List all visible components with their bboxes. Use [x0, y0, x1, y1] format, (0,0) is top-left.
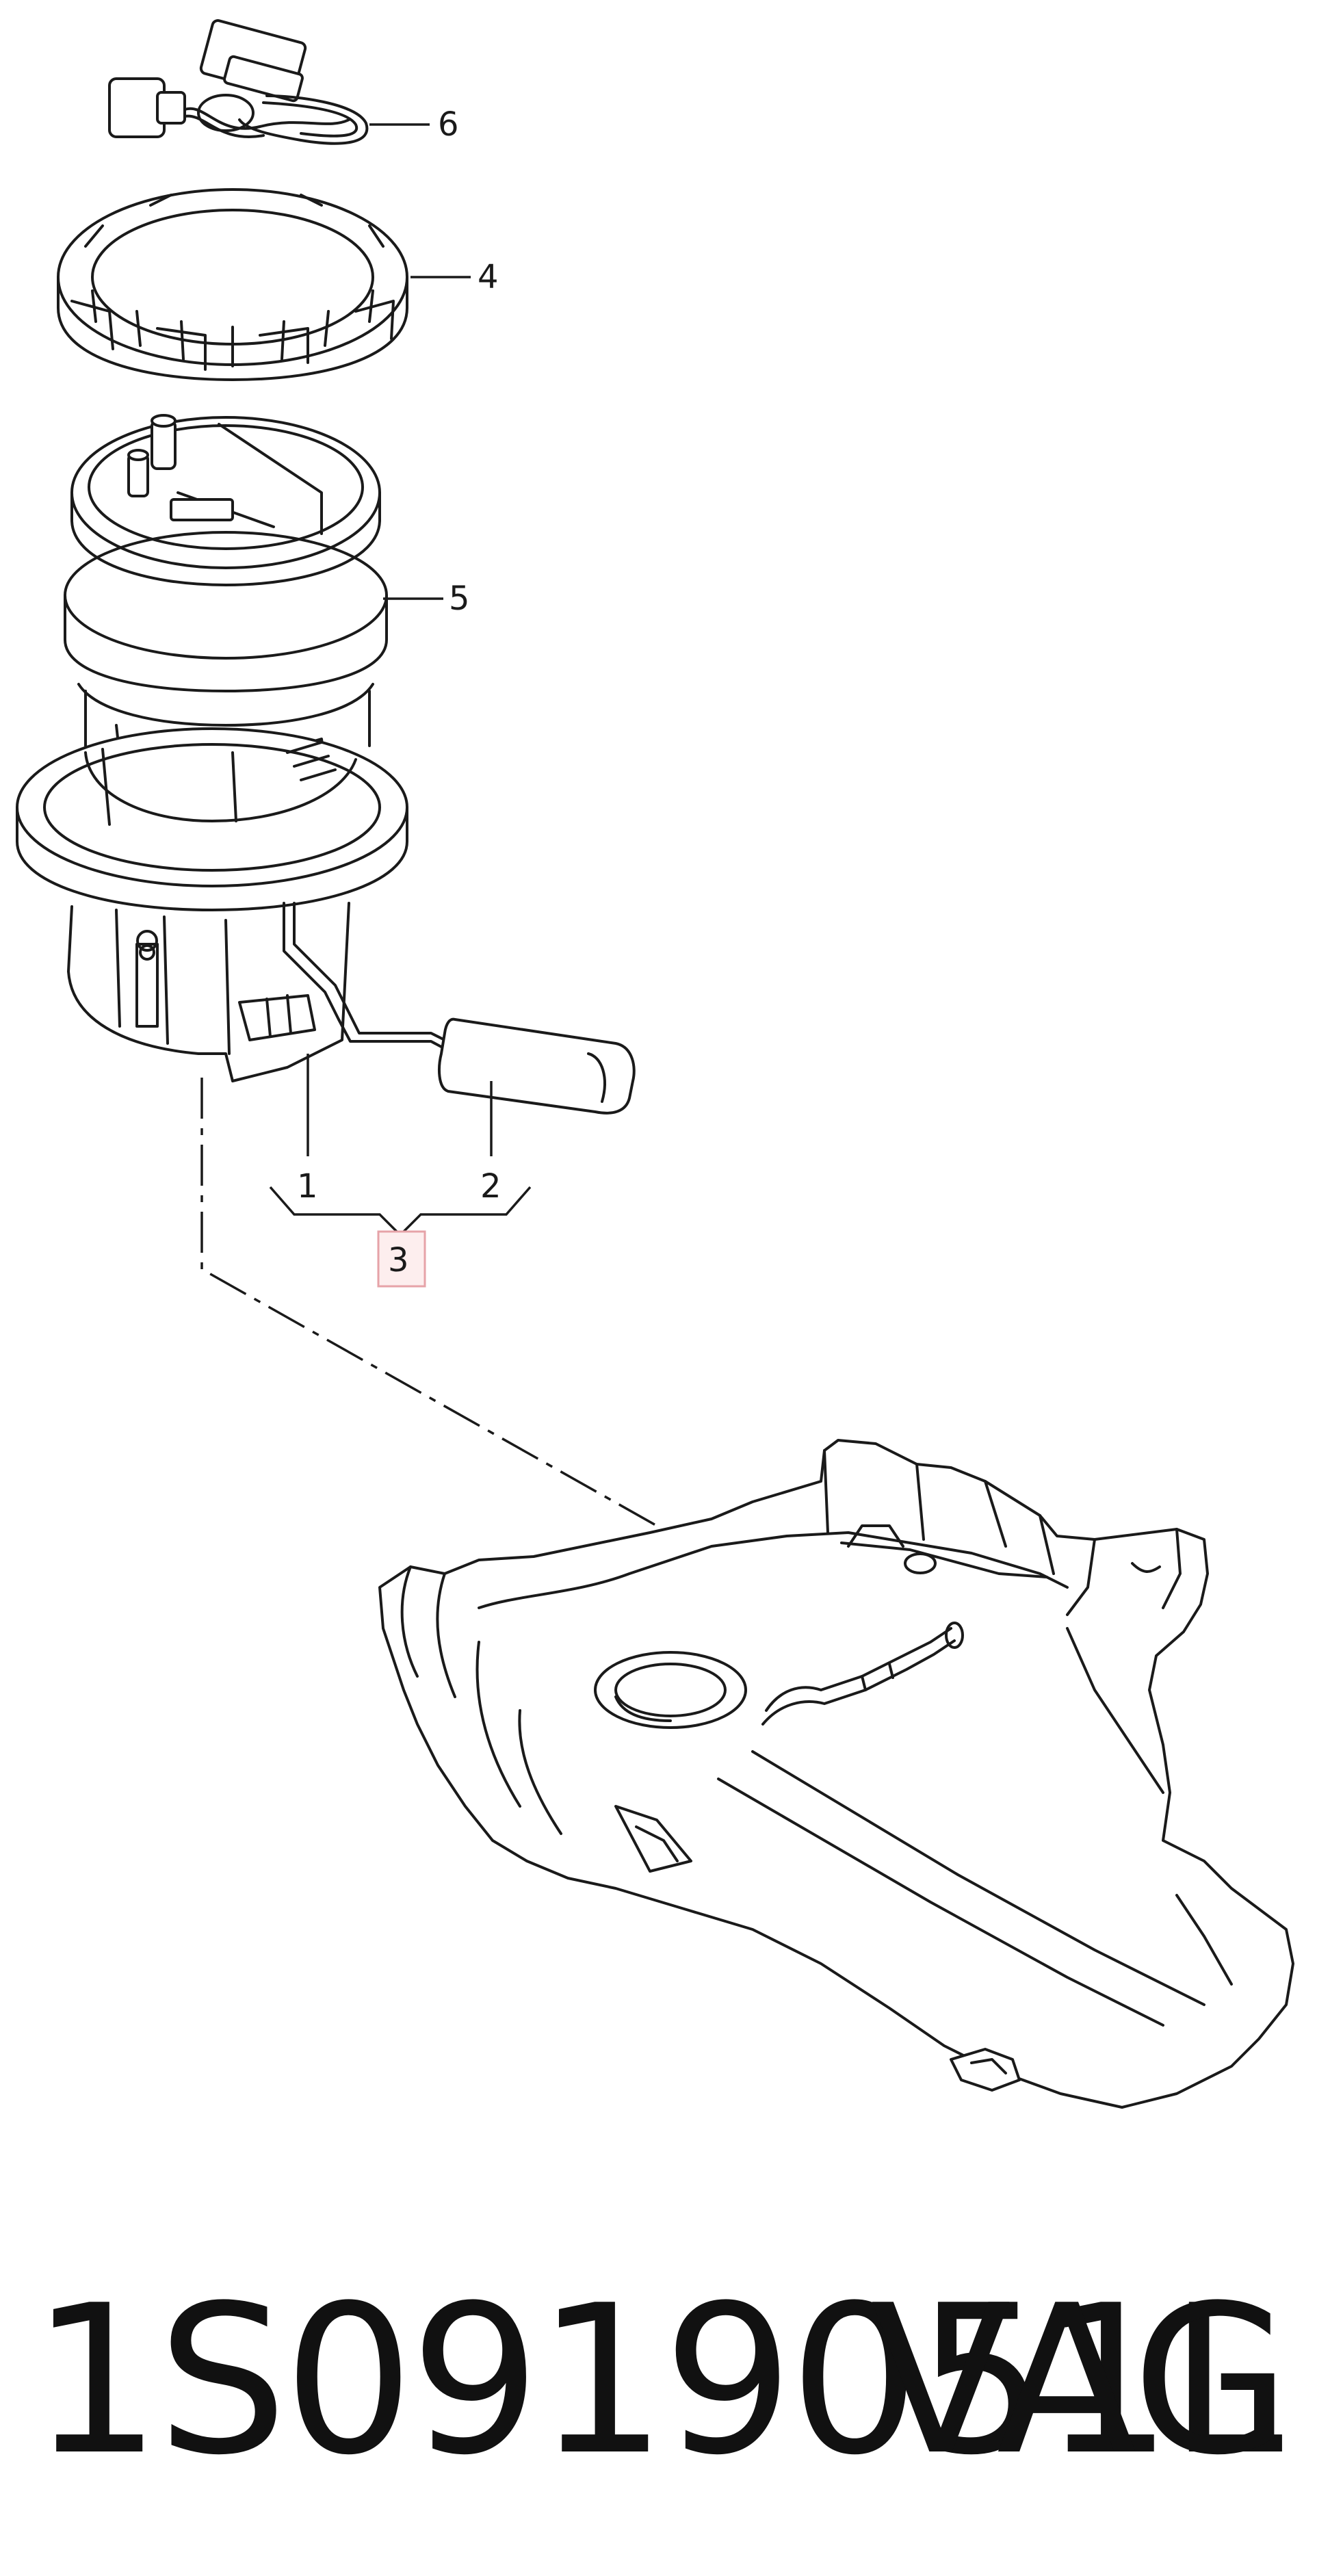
part-number: 1S0919051L — [31, 2261, 1283, 2500]
fuel-tank — [378, 1439, 1294, 2109]
pump-module-part-5 — [64, 414, 388, 727]
callout-4-label: 4 — [478, 258, 499, 296]
callout-6-label: 6 — [438, 105, 459, 144]
callout-6: 6 — [369, 105, 459, 144]
callout-1: 1 — [297, 1054, 318, 1206]
brand-name: VAG — [870, 2261, 1291, 2500]
wiring-harness-part-6 — [108, 19, 369, 145]
callout-1-label: 1 — [297, 1167, 318, 1206]
callout-2-label: 2 — [480, 1167, 501, 1206]
callout-2: 2 — [480, 1081, 501, 1206]
callout-5-label: 5 — [449, 580, 470, 618]
locking-ring-part-4 — [57, 188, 408, 381]
callout-4: 4 — [410, 258, 499, 296]
callout-3-label: 3 — [388, 1241, 409, 1279]
pump-body-part-3 — [16, 690, 636, 1115]
fuel-pump-exploded-diagram: 6 4 5 1 2 3 — [16, 19, 1294, 2109]
callout-3-bracket: 3 — [269, 1186, 532, 1288]
callout-5: 5 — [383, 580, 470, 618]
